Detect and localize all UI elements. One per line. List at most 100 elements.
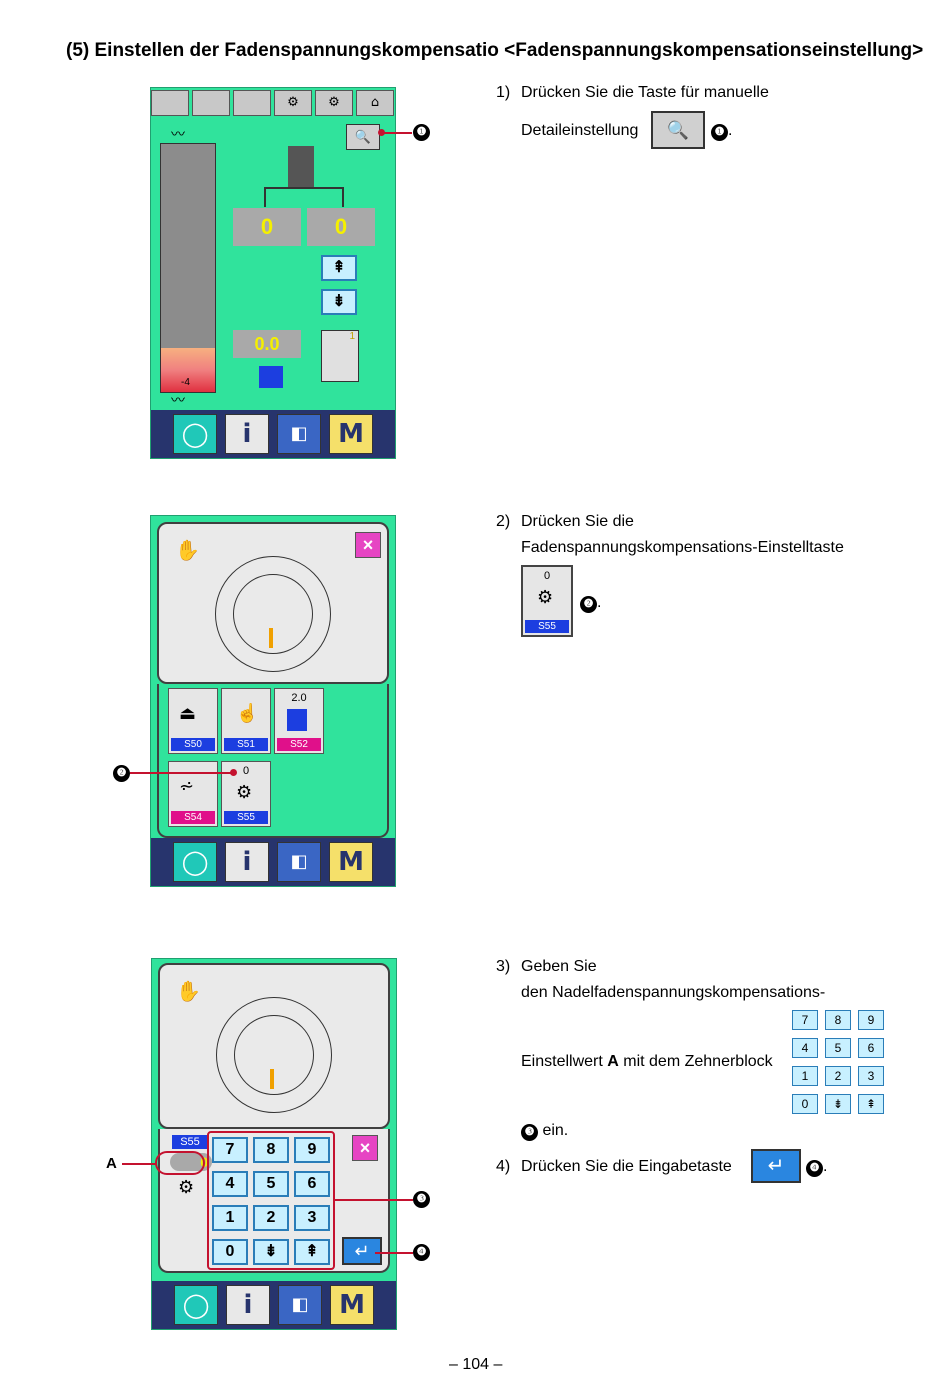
- value-left[interactable]: 0: [233, 208, 301, 246]
- presser-icon: [259, 366, 283, 388]
- function-button-s51[interactable]: ☝ S51: [221, 688, 271, 754]
- tension-setting-button[interactable]: ⚙: [315, 90, 353, 116]
- label-s52: S52: [277, 738, 321, 751]
- info-button[interactable]: i: [225, 414, 269, 454]
- counter-button[interactable]: 1: [321, 330, 359, 382]
- reset-button[interactable]: ◯: [174, 1285, 218, 1325]
- step2-ref: ❷.: [580, 594, 601, 613]
- step1-ref-mark: ❶: [711, 124, 728, 141]
- keypad-key[interactable]: 3: [294, 1205, 330, 1231]
- inline-manual-detail-button: 🔍: [651, 111, 705, 149]
- screen-1: ⚙ ⚙ ⌂ 〰 -4 〰 🔍 0 0 ⇞ ⇟ 0.0 1 ◯ i ◧ M: [150, 87, 396, 459]
- communication-button[interactable]: ◧: [277, 842, 321, 882]
- wave-bottom-icon: 〰: [171, 392, 185, 408]
- label-s54: S54: [171, 811, 215, 824]
- function-button-s54[interactable]: ⩫ S54: [168, 761, 218, 827]
- reset-button[interactable]: ◯: [173, 414, 217, 454]
- bottom-bar-2: ◯ i ◧ M: [151, 838, 395, 886]
- outer-circle: [215, 556, 331, 672]
- s55-label: S55: [172, 1135, 208, 1149]
- mode-button[interactable]: M: [329, 842, 373, 882]
- display-pane-3: ✋: [158, 963, 390, 1129]
- tension-icon-button[interactable]: ⚙: [274, 90, 312, 116]
- callout-line-2: [130, 772, 232, 774]
- info-button[interactable]: i: [226, 1285, 270, 1325]
- keypad-key[interactable]: 5: [253, 1171, 289, 1197]
- keypad-key[interactable]: 9: [294, 1137, 330, 1163]
- keypad-key[interactable]: 8: [253, 1137, 289, 1163]
- tension-dial-icon: ⚙: [178, 1177, 195, 1197]
- keypad-key[interactable]: ⇟: [253, 1239, 289, 1265]
- step4-text: Drücken Sie die Eingabetaste: [521, 1158, 732, 1175]
- top-button-3[interactable]: [233, 90, 271, 116]
- inline-keypad-key: 9: [858, 1010, 884, 1030]
- info-button[interactable]: i: [225, 842, 269, 882]
- wave-top-icon: 〰: [171, 126, 185, 142]
- inline-keypad-key: 6: [858, 1038, 884, 1058]
- bottom-bar-3: ◯ i ◧ M: [152, 1281, 396, 1329]
- communication-button[interactable]: ◧: [277, 414, 321, 454]
- step3-number: 3): [496, 958, 511, 975]
- mode-button[interactable]: M: [329, 414, 373, 454]
- inline-keypad-key: 4: [792, 1038, 818, 1058]
- down-button[interactable]: ⇟: [321, 289, 357, 315]
- keypad-highlight: [207, 1131, 335, 1270]
- keypad-key[interactable]: 2: [253, 1205, 289, 1231]
- step4-number: 4): [496, 1158, 511, 1175]
- step3-end: ❸ ein.: [521, 1122, 568, 1141]
- tension-dial-icon: ⚙: [236, 782, 253, 802]
- machine-icon-button[interactable]: ⌂: [356, 90, 394, 116]
- step3-line3: Einstellwert A mit dem Zehnerblock: [521, 1053, 773, 1071]
- step2-ref-mark: ❷: [580, 596, 597, 613]
- callout-line-a: [122, 1163, 156, 1165]
- keypad-key[interactable]: 0: [212, 1239, 248, 1265]
- function-button-s55[interactable]: 0 ⚙ S55: [221, 761, 271, 827]
- callout-4: ❹: [413, 1244, 430, 1261]
- step3-line3-bold: A: [607, 1053, 619, 1070]
- step1-number: 1): [496, 84, 511, 101]
- value-small[interactable]: 0.0: [233, 330, 301, 358]
- hand-icon: ✋: [176, 981, 201, 1003]
- callout-line-1: [382, 132, 412, 134]
- step3-line3-pre: Einstellwert: [521, 1053, 608, 1070]
- inline-keypad-key: 3: [858, 1066, 884, 1086]
- step1-ref: ❶.: [711, 122, 732, 141]
- function-button-s52[interactable]: 2.0 S52: [274, 688, 324, 754]
- step3-line3-post: mit dem Zehnerblock: [618, 1053, 773, 1070]
- keypad-key[interactable]: 1: [212, 1205, 248, 1231]
- tension-dial-icon: ⚙: [537, 587, 554, 607]
- close-button[interactable]: ×: [352, 1135, 378, 1161]
- step3-line1: Geben Sie: [521, 958, 597, 975]
- callout-2: ❷: [113, 765, 130, 782]
- touch-hand-icon: ☝: [236, 703, 259, 723]
- inner-circle: [233, 574, 313, 654]
- label-s55: S55: [224, 811, 268, 824]
- value-right[interactable]: 0: [307, 208, 375, 246]
- s52-value: 2.0: [291, 692, 307, 704]
- enter-button[interactable]: ↵: [342, 1237, 382, 1265]
- keypad-key[interactable]: ⇞: [294, 1239, 330, 1265]
- bottom-bar-1: ◯ i ◧ M: [151, 410, 395, 458]
- value-highlight: [155, 1151, 205, 1175]
- presser-foot-icon: ⏏: [179, 703, 197, 723]
- step1-line2: Detaileinstellung: [521, 122, 639, 139]
- manual-detail-button[interactable]: 🔍: [346, 124, 380, 150]
- keypad-key[interactable]: 6: [294, 1171, 330, 1197]
- inline-keypad-key: ⇞: [858, 1094, 884, 1114]
- function-button-s50[interactable]: ⏏ S50: [168, 688, 218, 754]
- page-number: – 104 –: [449, 1356, 503, 1373]
- close-button[interactable]: ×: [355, 532, 381, 558]
- function-pane: ⏏ S50 ☝ S51 2.0 S52 ⩫ S54 0 ⚙ S55: [157, 684, 389, 838]
- counter-value: 1: [349, 331, 355, 342]
- top-button-2[interactable]: [192, 90, 230, 116]
- reset-button[interactable]: ◯: [173, 842, 217, 882]
- thread-bar: -4: [160, 143, 216, 393]
- stitch-icon: ⩫: [179, 776, 195, 796]
- step4-ref: ❹.: [806, 1158, 827, 1177]
- keypad-key[interactable]: 7: [212, 1137, 248, 1163]
- keypad-key[interactable]: 4: [212, 1171, 248, 1197]
- mode-button[interactable]: M: [330, 1285, 374, 1325]
- communication-button[interactable]: ◧: [278, 1285, 322, 1325]
- up-button[interactable]: ⇞: [321, 255, 357, 281]
- top-button-1[interactable]: [151, 90, 189, 116]
